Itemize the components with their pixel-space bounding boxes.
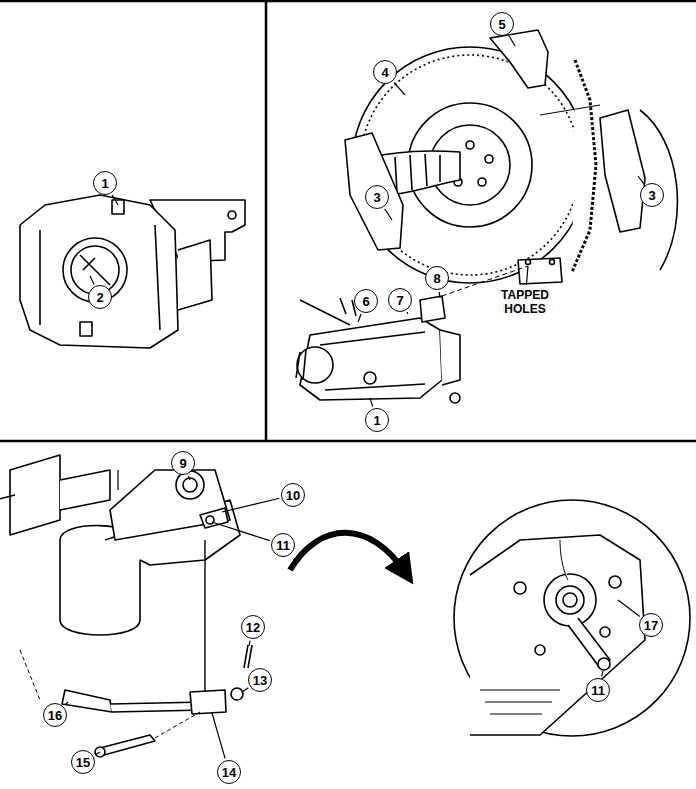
leader-line [602,671,603,676]
leader-line [438,292,440,298]
leader-line [618,600,640,617]
callout-number: 2 [88,285,112,309]
leader-line [370,398,373,407]
leader-line [242,688,248,692]
callout-number: 7 [388,288,412,312]
leader-line [212,522,270,541]
callout-number: 9 [171,451,195,475]
leader-line [188,476,190,480]
leader-line [95,752,100,755]
leader-line [385,209,392,220]
callout-number: 3 [365,185,389,209]
leader-line [249,641,250,646]
leader-line [358,314,361,322]
leader-line [407,312,408,314]
callout-number: 5 [490,12,514,36]
callout-number: 11 [586,678,610,702]
callout-number: 17 [639,613,663,637]
callout-number: 1 [365,408,389,432]
leader-line [112,195,118,205]
leader-line [212,713,225,759]
callout-number: 4 [373,60,397,84]
leader-line [65,702,68,705]
callout-number: 6 [354,289,378,313]
callout-number: 8 [425,266,449,290]
callout-number: 1 [93,171,117,195]
leader-line [90,276,94,284]
callout-number: 3 [640,183,664,207]
callout-number: 12 [241,615,265,639]
leader-line [638,176,644,184]
part-label: TAPPED HOLES [494,288,556,316]
leader-line [394,83,405,95]
leader-line [222,498,279,512]
leader-line [509,36,515,46]
leader-line [526,266,528,285]
callout-number: 10 [281,483,305,507]
callout-number: 16 [43,703,67,727]
callout-number: 11 [271,533,295,557]
callout-number: 13 [248,668,272,692]
callout-number: 14 [217,760,241,784]
callout-number: 15 [71,750,95,774]
